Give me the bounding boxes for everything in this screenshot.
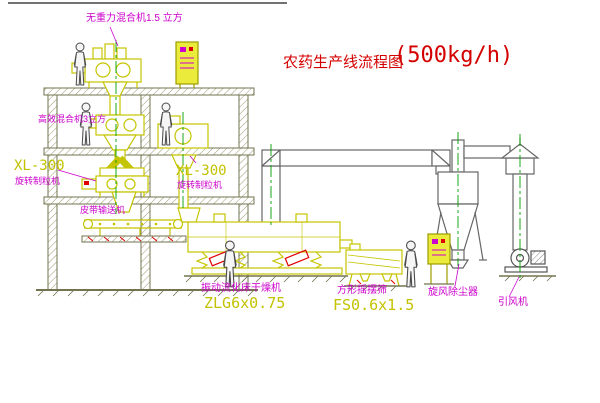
label-dryer-model: ZLG6x0.75 [204, 294, 286, 312]
diagram-title: 农药生产线流程图 [283, 54, 404, 71]
worker-figure [73, 42, 87, 86]
label-cyclone: 旋风除尘器 [428, 287, 478, 298]
exhaust-duct [261, 149, 451, 224]
induced-draft-fan [499, 248, 556, 282]
label-dryer-name: 振动流化床干燥机 [201, 283, 281, 294]
worker-figure [79, 102, 93, 146]
fluid-bed-dryer [184, 213, 353, 283]
label-granulator-center-name: 旋转制粒机 [177, 180, 223, 190]
worker-figure [404, 240, 418, 288]
high-efficiency-mixer [83, 114, 145, 175]
label-granulator-left-model: XL-300 [14, 158, 65, 174]
control-cabinet-lower [424, 233, 454, 285]
label-granulator-center-model: XL-300 [176, 163, 227, 179]
label-fan: 引风机 [498, 297, 528, 308]
belt-conveyor [81, 218, 187, 243]
ground-line [36, 289, 258, 297]
granulator-left [81, 167, 149, 213]
diagram-title-capacity: (500kg/h) [394, 43, 514, 68]
label-sieve-name: 方形摇摆筛 [337, 285, 387, 296]
control-cabinet-upper [175, 41, 199, 88]
swing-sieve [344, 243, 406, 292]
label-top-mixer: 无重力混合机1.5 立方 [86, 13, 183, 24]
label-granulator-left-name: 旋转制粒机 [15, 176, 61, 186]
label-mid-mixer: 高效混合机3立方 [38, 114, 107, 124]
label-belt-conveyor: 皮带输送机 [80, 205, 126, 215]
centerlines [115, 40, 521, 280]
leader-lines [57, 26, 520, 298]
label-sieve-model: FS0.6x1.5 [333, 296, 415, 314]
